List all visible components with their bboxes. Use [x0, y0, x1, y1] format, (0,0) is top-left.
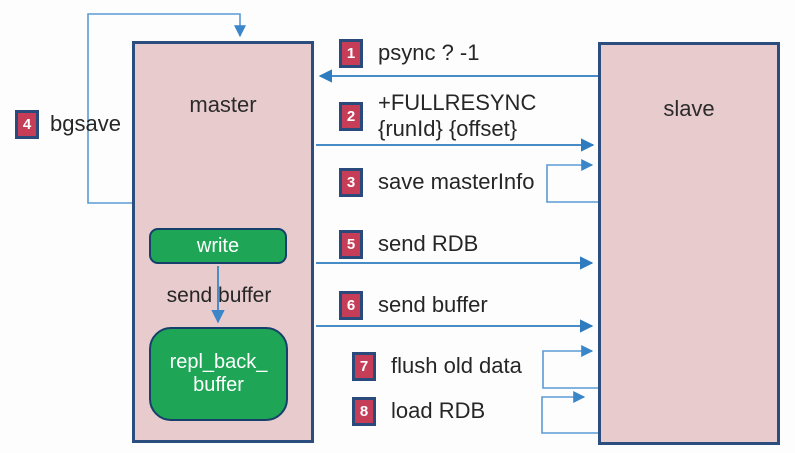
step-4-badge: 4 [15, 110, 39, 139]
step-load-rdb: 8 load RDB [352, 397, 485, 426]
step-send-rdb: 5 send RDB [339, 230, 478, 259]
step-8-label: load RDB [391, 398, 486, 424]
repl-back-buffer-label: repl_back_ buffer [169, 351, 268, 396]
step-2-badge: 2 [339, 101, 363, 131]
step-8-badge: 8 [352, 397, 376, 426]
loop-load-rdb-on-slave [541, 391, 598, 434]
loop-save-masterinfo-on-slave [546, 159, 598, 203]
step-6-badge: 6 [339, 291, 363, 320]
step-3-badge: 3 [339, 168, 363, 197]
slave-label: slave [663, 96, 715, 121]
step-2-label: +FULLRESYNC {runId} {offset} [378, 90, 537, 142]
node-write-buffer: write [149, 228, 287, 264]
write-label: write [196, 234, 240, 257]
step-1-badge: 1 [339, 39, 363, 68]
send-buffer-internal-label: send buffer [166, 284, 272, 307]
node-repl-back-buffer: repl_back_ buffer [149, 327, 288, 421]
step-3-label: save masterInfo [378, 169, 535, 195]
bgsave-label: bgsave [50, 111, 121, 137]
annotation-bgsave: 4 bgsave [15, 110, 121, 139]
step-7-label: flush old data [391, 353, 522, 379]
step-7-badge: 7 [352, 352, 376, 381]
step-1-label: psync ? -1 [378, 40, 480, 66]
step-5-badge: 5 [339, 230, 363, 259]
step-fullresync: 2 +FULLRESYNC {runId} {offset} [339, 90, 536, 143]
step-5-label: send RDB [378, 231, 479, 257]
master-label: master [189, 92, 257, 117]
loop-flush-old-data-on-slave [542, 345, 598, 389]
step-save-masterinfo: 3 save masterInfo [339, 168, 535, 197]
step-psync: 1 psync ? -1 [339, 39, 480, 68]
step-6-label: send buffer [378, 292, 488, 318]
node-slave: slave [598, 42, 780, 445]
step-send-buffer: 6 send buffer [339, 291, 488, 320]
step-flush-old-data: 7 flush old data [352, 352, 522, 381]
